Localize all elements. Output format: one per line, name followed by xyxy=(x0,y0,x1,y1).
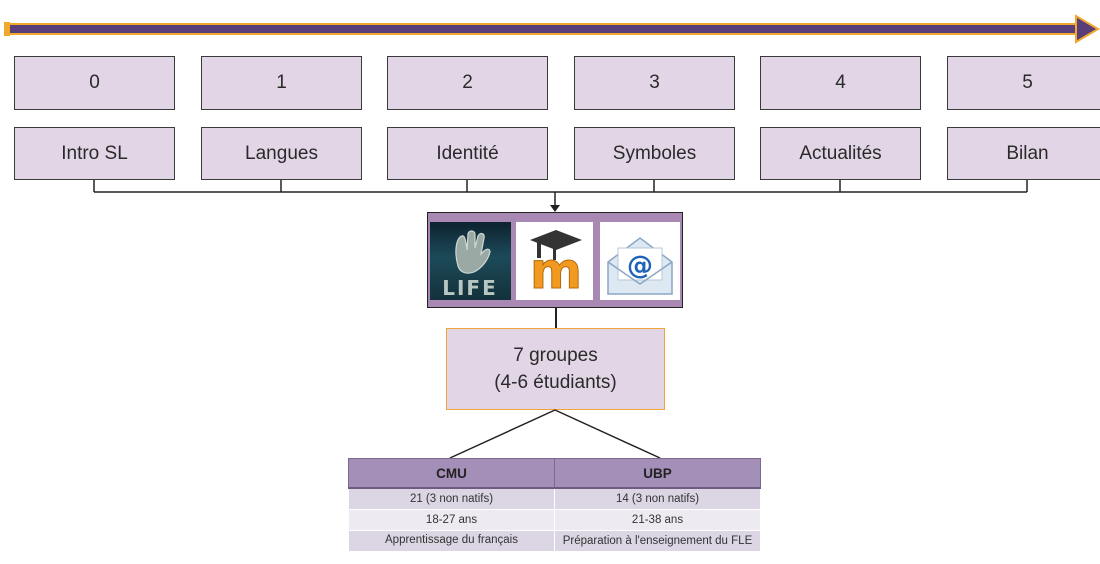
svg-text:@: @ xyxy=(627,251,653,281)
header-ubp: UBP xyxy=(554,458,761,489)
step-number-1: 1 xyxy=(201,56,362,110)
table-row: Apprentissage du français Préparation à … xyxy=(348,530,761,552)
svg-text:LIFE: LIFE xyxy=(442,276,498,300)
step-number-3: 3 xyxy=(574,56,735,110)
tools-panel: LIFE m @ xyxy=(427,212,683,308)
cmu-ages: 18-27 ans xyxy=(348,509,555,531)
step-label-langues: Langues xyxy=(201,127,362,180)
email-envelope-icon: @ xyxy=(600,222,680,300)
step-number-4: 4 xyxy=(760,56,921,110)
table-row: 18-27 ans 21-38 ans xyxy=(348,509,761,531)
timeline-arrow xyxy=(4,14,1100,44)
step-label-symboles: Symboles xyxy=(574,127,735,180)
table-header-row: CMU UBP xyxy=(348,458,761,489)
header-cmu: CMU xyxy=(348,458,555,489)
groups-count: 7 groupes xyxy=(513,345,598,366)
second-life-logo-icon: LIFE xyxy=(430,222,511,300)
moodle-logo-icon: m xyxy=(516,222,593,301)
step-number-5: 5 xyxy=(947,56,1100,110)
step-label-identite: Identité xyxy=(387,127,548,180)
groups-size: (4-6 étudiants) xyxy=(494,372,617,393)
step-label-bilan: Bilan xyxy=(947,127,1100,180)
step-label-intro-sl: Intro SL xyxy=(14,127,175,180)
step-number-0: 0 xyxy=(14,56,175,110)
university-comparison-table: CMU UBP 21 (3 non natifs) 14 (3 non nati… xyxy=(348,458,761,552)
ubp-goal: Préparation à l'enseignement du FLE xyxy=(554,530,761,552)
ubp-ages: 21-38 ans xyxy=(554,509,761,531)
ubp-students: 14 (3 non natifs) xyxy=(554,487,761,510)
svg-text:m: m xyxy=(530,242,582,300)
step-label-actualites: Actualités xyxy=(760,127,921,180)
groups-branch-lines xyxy=(449,409,661,459)
groups-box: 7 groupes (4-6 étudiants) xyxy=(446,328,665,410)
step-number-2: 2 xyxy=(387,56,548,110)
table-row: 21 (3 non natifs) 14 (3 non natifs) xyxy=(348,487,761,510)
cmu-goal: Apprentissage du français xyxy=(348,530,555,552)
cmu-students: 21 (3 non natifs) xyxy=(348,487,555,510)
panel-groups-connector xyxy=(555,308,557,328)
bracket-connector xyxy=(93,180,1028,212)
